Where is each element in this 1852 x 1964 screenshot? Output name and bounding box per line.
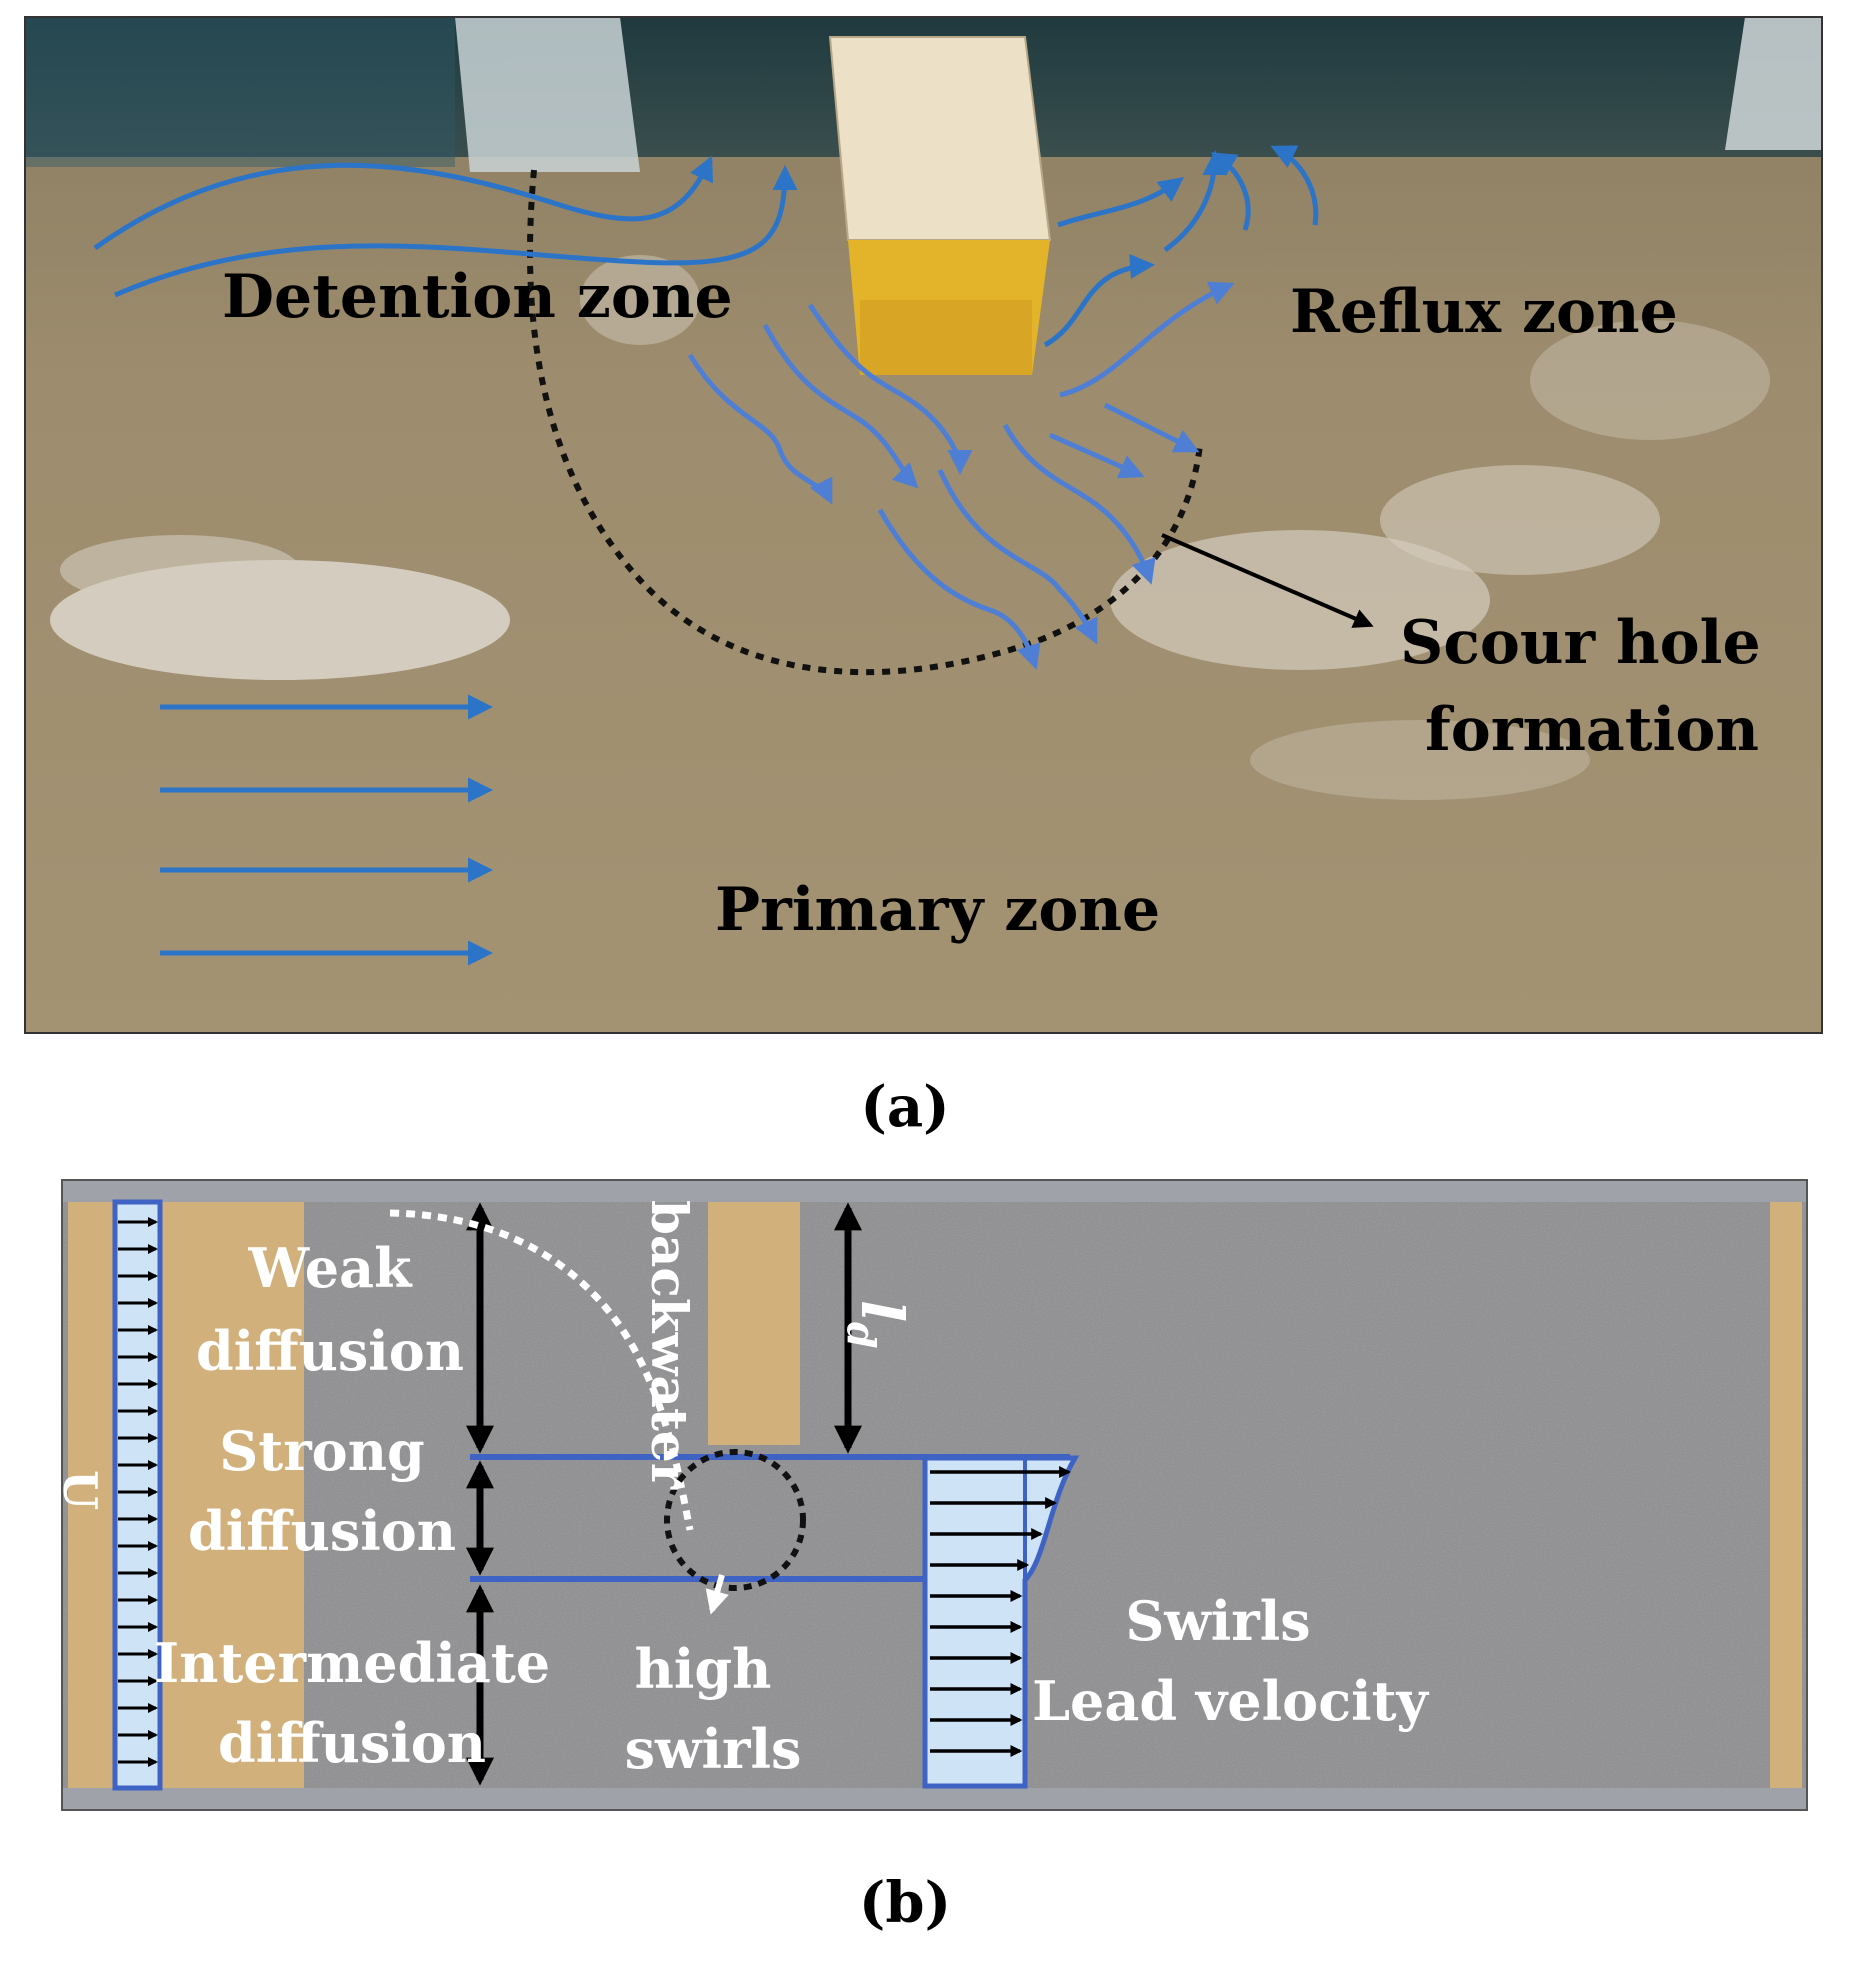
label-lead-velocity: Lead velocity [1032,1669,1429,1733]
flume-wall-bottom [62,1788,1807,1810]
label-swirls: Swirls [1125,1589,1310,1653]
label-high-swirls: swirls [625,1717,802,1781]
label-ld-l: l [848,1300,916,1322]
inlet-velocity-arrows [118,1216,159,1768]
scour-pointer-arrow [1161,533,1374,628]
backwater-curve [389,1209,694,1531]
panel-b-frame [61,1179,1808,1811]
abutment-block [828,36,1052,375]
panel-b: Weak diffusion Strong diffusion Intermed… [53,1179,1808,1811]
label-high: high [635,1637,772,1701]
vortex-arrow [705,1574,729,1615]
label-ld-subscript: d [839,1322,884,1349]
vortex-circle [664,1449,806,1591]
primary-flow-arrows [160,694,493,966]
label-primary-zone: Primary zone [715,875,1160,945]
label-formation: formation [1425,695,1759,765]
reflux-arrow-5 [1043,253,1155,348]
panel-a-frame [24,16,1823,1034]
inlet-velocity-profile [112,1199,163,1791]
label-weak: Weak [247,1236,413,1300]
label-intermediate: Intermediate [154,1631,550,1695]
downstream-velocity-arrows [930,1466,1071,1757]
outlet-wood-strip [1770,1202,1802,1788]
reflux-arrow-1 [1057,177,1185,228]
label-strong-diffusion: diffusion [188,1499,456,1563]
reflux-arrow-3 [1210,152,1251,231]
label-reflux-zone: Reflux zone [1290,277,1678,347]
spur-dike [708,1202,800,1445]
label-intermediate-diffusion: diffusion [218,1711,486,1775]
swirl-arrows [687,303,1200,670]
label-strong: Strong [219,1419,424,1483]
label-ld: l d [839,1300,916,1349]
label-detention-zone: Detention zone [222,262,733,332]
water-reflections [50,255,1770,800]
flume-pillar-right [1725,17,1822,150]
caption-b: (b) [859,1870,951,1936]
detention-arrow-2 [114,165,798,298]
glass-reflection [25,17,455,167]
flume-wall-top [62,1180,1807,1202]
flume-pillar-left [455,17,640,172]
label-weak-diffusion: diffusion [196,1319,464,1383]
label-scour-hole: Scour hole [1400,608,1761,678]
detention-arrow-1 [93,155,713,251]
label-backwater: backwater [640,1200,699,1490]
inlet-wood-strip [68,1202,304,1788]
panel-a: Detention zone Reflux zone Scour hole fo… [24,16,1823,1034]
reflux-arrow-6 [1059,281,1235,398]
caption-a: (a) [860,1074,949,1140]
reflux-arrow-4 [1270,145,1319,226]
